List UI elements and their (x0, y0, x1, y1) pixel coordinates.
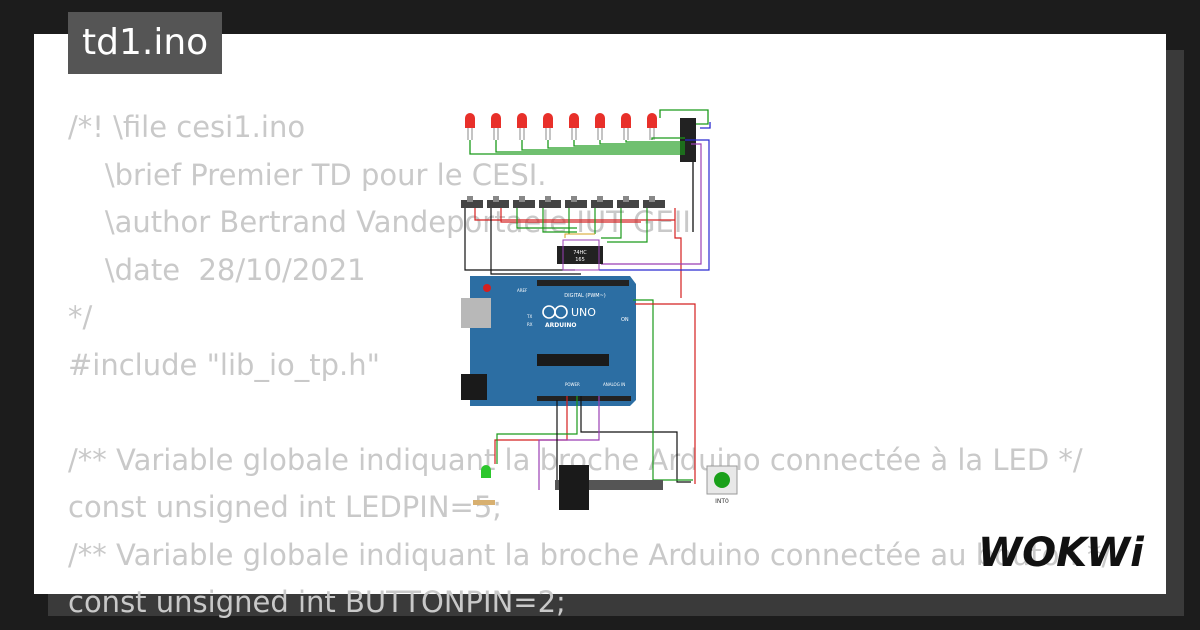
circuit-diagram: 74HC 165 DIGITAL (PWM~) AREF UNO ARDUINO… (461, 109, 738, 510)
led-5 (569, 113, 579, 140)
board-tx-label: TX (526, 314, 532, 319)
status-led (473, 465, 495, 505)
push-button: INT0 (706, 465, 738, 505)
slide-switch-row (461, 196, 665, 208)
chip-label-2: 165 (575, 257, 585, 263)
led-1 (465, 113, 475, 140)
chip-label-1: 74HC (573, 250, 587, 256)
led-2 (491, 113, 501, 140)
wokwi-logo: WOKWi (978, 530, 1145, 576)
arduino-uno-board: DIGITAL (PWM~) AREF UNO ARDUINO ON TX RX… (461, 276, 636, 406)
code-preview: /*! \file cesi1.ino \brief Premier TD po… (68, 104, 1111, 627)
code-line: /** Variable globale indiquant la broche… (68, 537, 1112, 572)
board-aref-label: AREF (517, 288, 528, 293)
code-line: \author Bertrand Vandeportaele IUT GEII (68, 205, 691, 239)
code-line: const unsigned int LEDPIN=5; (68, 490, 503, 524)
board-analog-label: ANALOG IN (603, 382, 625, 387)
code-line: \date 28/10/2021 (68, 252, 366, 287)
board-model-label: UNO (571, 306, 596, 319)
led-row (465, 113, 657, 140)
board-brand-label: ARDUINO (545, 322, 576, 329)
led-3 (517, 113, 527, 140)
led-6 (595, 113, 605, 140)
slide-potentiometer (555, 465, 663, 510)
arduino-logo-icon (542, 305, 568, 319)
code-line: /*! \file cesi1.ino (68, 110, 306, 144)
code-line: */ (68, 300, 93, 334)
code-line: const unsigned int BUTTONPIN=2; (68, 585, 566, 619)
shift-register-chip: 74HC 165 (557, 246, 603, 264)
led-4 (543, 113, 553, 140)
led-8 (647, 113, 657, 140)
board-rx-label: RX (527, 322, 533, 327)
board-digital-label: DIGITAL (PWM~) (564, 293, 606, 299)
project-title: td1.ino (68, 12, 223, 74)
code-line: \brief Premier TD pour le CESI. (68, 157, 547, 192)
led-7 (621, 113, 631, 140)
logo-text: WOKWi (978, 530, 1145, 576)
led-wires (469, 109, 709, 155)
board-power-label: POWER (565, 382, 580, 387)
board-on-label: ON (621, 317, 629, 323)
button-label: INT0 (715, 498, 729, 505)
code-line: /** Variable globale indiquant la broche… (68, 442, 1083, 477)
code-line: #include "lib_io_tp.h" (68, 347, 380, 382)
